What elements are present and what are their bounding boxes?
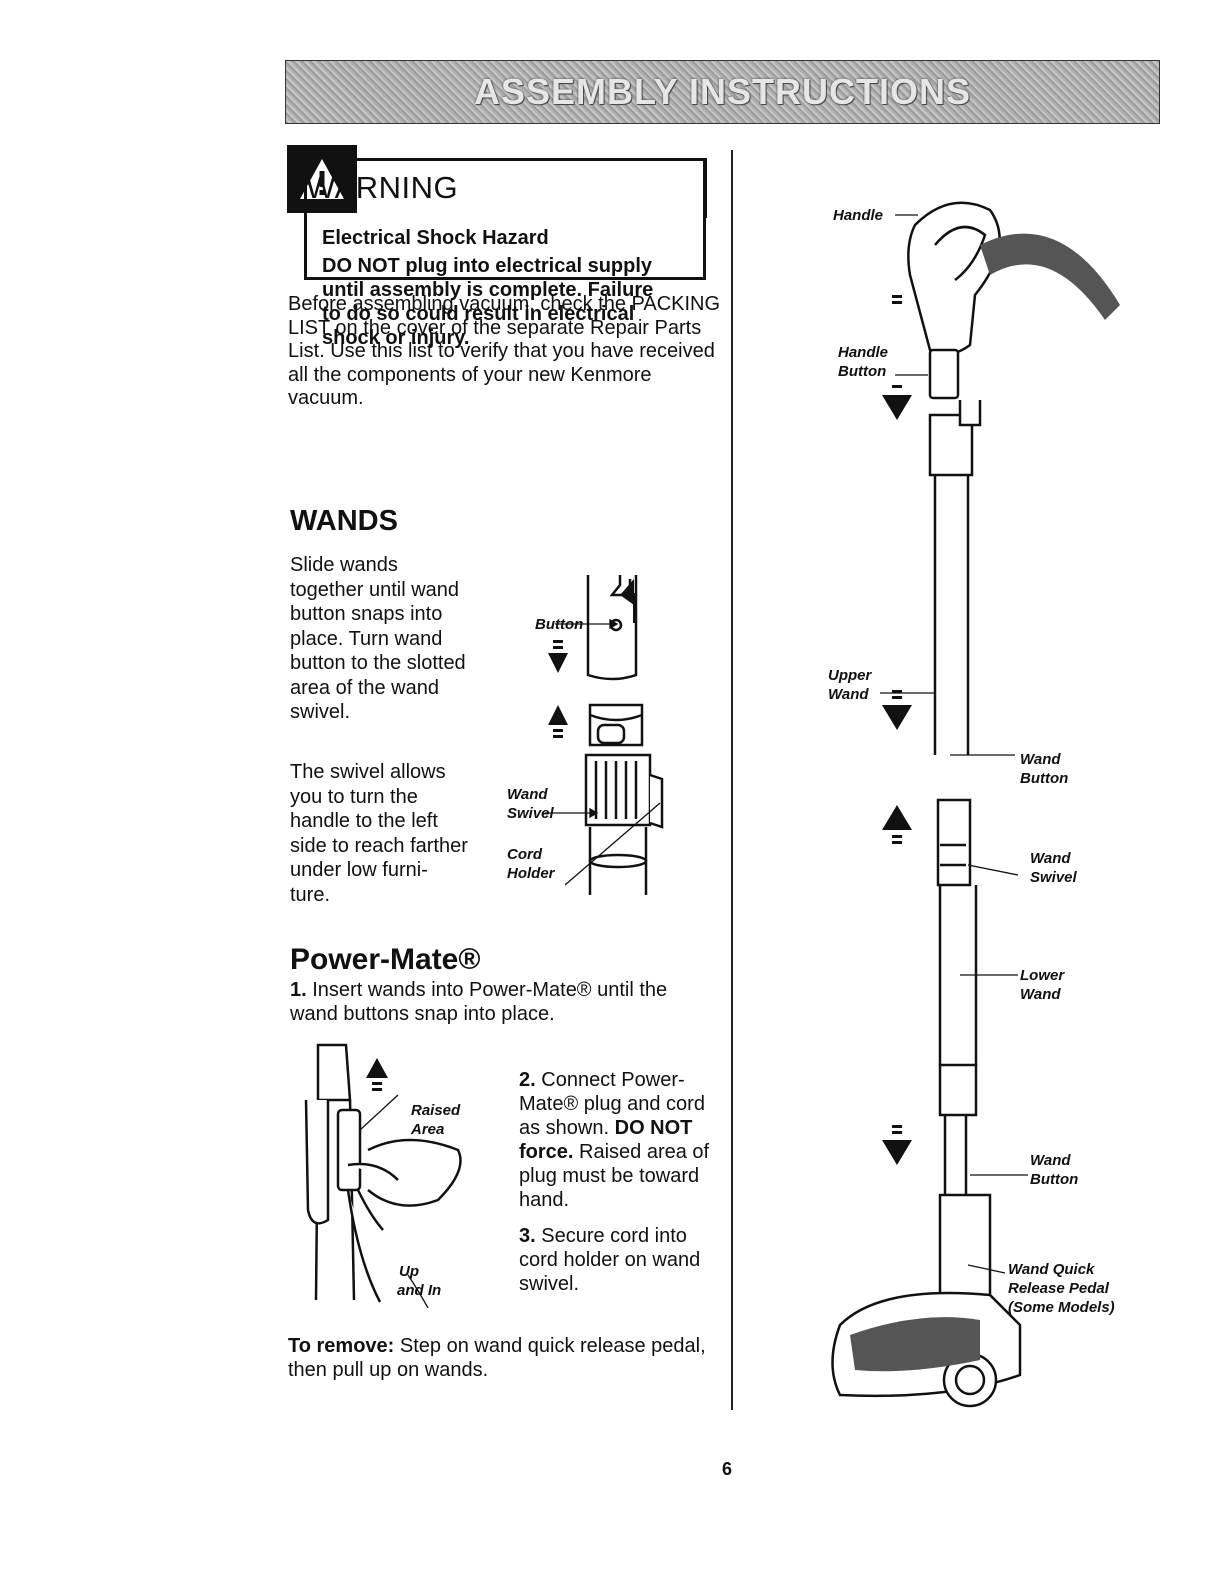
warning-line: shock or injury. [322, 327, 470, 349]
wand-swivel-label-line1: Wand [507, 786, 548, 803]
quick-release-label-line2: Release Pedal [1008, 1280, 1109, 1297]
intro-paragraph: Before assembling vacuum, check the PACK… [288, 293, 721, 409]
section-banner: ASSEMBLY INSTRUCTIONS [285, 60, 1160, 124]
wands-paragraph-1: Slide wands together until wand button s… [290, 554, 466, 723]
wand-swivel-diagram-label-line1: Wand [1030, 850, 1071, 867]
cord-holder-label-line1: Cord [507, 846, 542, 863]
warning-title: WARNING [306, 170, 459, 205]
up-and-in-label-line1: Up [399, 1263, 419, 1280]
lower-wand-label-line2: Wand [1020, 986, 1061, 1003]
quick-release-label-line3: (Some Models) [1008, 1299, 1115, 1316]
wand-button-label-1-line1: Wand [1020, 751, 1061, 768]
raised-area-label-line1: Raised [411, 1102, 461, 1119]
raised-area-label-line2: Area [411, 1121, 445, 1138]
plug-connection-illustration [304, 1043, 462, 1309]
wand-button-label-2-line1: Wand [1030, 1152, 1071, 1169]
wand-button-label-1-line2: Button [1020, 770, 1069, 787]
handle-button-label-line2: Button [838, 363, 887, 380]
quick-release-label-line1: Wand Quick [1008, 1261, 1095, 1278]
powermate-step-3: 3. Secure cord into cord holder on wand … [519, 1225, 701, 1295]
warning-text: Electrical Shock Hazard DO NOT plug into… [322, 226, 692, 350]
handle-button-label-line1: Handle [838, 344, 889, 361]
lower-wand-label-line1: Lower [1020, 967, 1065, 984]
wand-swivel-diagram-label-line2: Swivel [1030, 869, 1077, 886]
warning-line: until assembly is complete. Failure [322, 279, 654, 301]
up-and-in-label-line2: and In [397, 1282, 442, 1299]
warning-line: DO NOT plug into electrical supply [322, 255, 653, 277]
powermate-heading: Power-Mate® [290, 943, 481, 976]
wand-swivel-illustration [545, 575, 664, 895]
powermate-step-1: 1. Insert wands into Power-Mate® until t… [290, 979, 668, 1025]
warning-box [304, 158, 706, 280]
handle-label: Handle [833, 207, 884, 224]
remove-instructions: To remove: Step on wand quick release pe… [288, 1335, 706, 1381]
warning-triangle-icon [287, 145, 357, 213]
powermate-step-2: 2. Connect Power-Mate® plug and cord as … [519, 1069, 710, 1211]
wands-paragraph-2: The swivel allows you to turn the handle… [290, 761, 468, 906]
upper-wand-label-line2: Wand [828, 686, 869, 703]
button-label: Button [535, 616, 584, 633]
cord-holder-label-line2: Holder [507, 865, 555, 882]
upper-wand-label-line1: Upper [828, 667, 872, 684]
column-divider [731, 150, 733, 1410]
wands-heading: WANDS [290, 505, 398, 537]
banner-title: ASSEMBLY INSTRUCTIONS [473, 71, 972, 112]
wand-button-label-2-line2: Button [1030, 1171, 1079, 1188]
wand-swivel-label-line2: Swivel [507, 805, 554, 822]
page-number: 6 [722, 1459, 733, 1479]
warning-line: to do so could result in electrical [322, 303, 635, 325]
vacuum-assembly-diagram [831, 201, 1120, 1408]
warning-subtitle: Electrical Shock Hazard [322, 227, 549, 249]
